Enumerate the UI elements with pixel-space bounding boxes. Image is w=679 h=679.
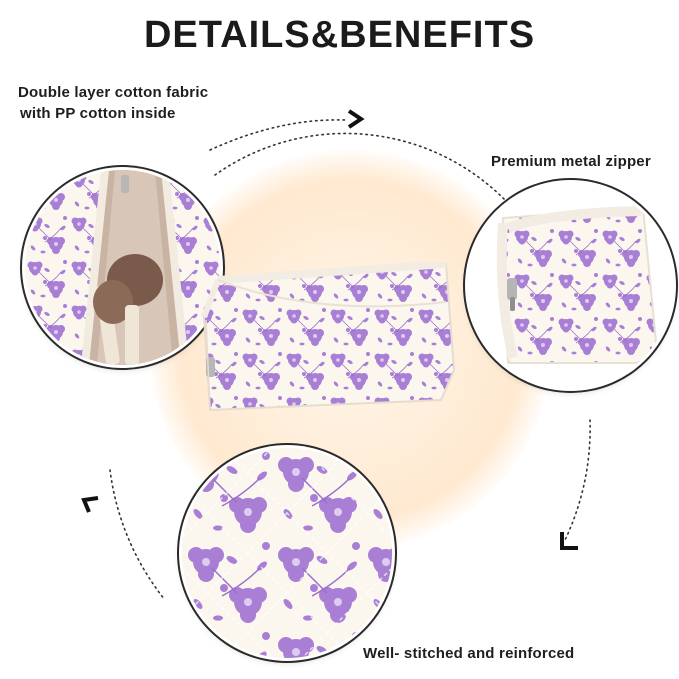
arrow-up-left-icon <box>80 494 104 518</box>
product-pouch-image <box>196 262 458 412</box>
caption-fabric-line1: Double layer cotton fabric <box>18 84 209 101</box>
stitching-detail-image <box>182 448 392 658</box>
arrow-right-icon <box>345 108 367 130</box>
fabric-detail-image <box>25 170 220 365</box>
arrow-down-left-icon <box>556 528 582 554</box>
caption-zipper: Premium metal zipper <box>491 153 651 170</box>
caption-stitched: Well- stitched and reinforced <box>363 645 575 662</box>
caption-fabric-line2: with PP cotton inside <box>20 105 176 122</box>
zipper-detail-image <box>468 183 673 388</box>
page-title: DETAILS&BENEFITS <box>143 14 536 56</box>
